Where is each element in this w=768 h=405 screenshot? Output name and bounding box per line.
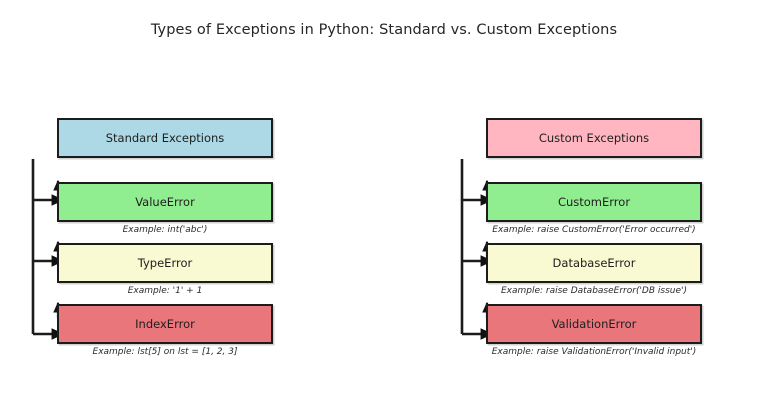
node-custom-root[interactable]: Custom Exceptions bbox=[486, 118, 702, 158]
caption-custom-error: Example: raise CustomError('Error occurr… bbox=[492, 225, 696, 235]
caption-value-error: Example: int('abc') bbox=[122, 225, 208, 235]
node-label: DatabaseError bbox=[552, 256, 636, 270]
node-label: TypeError bbox=[137, 256, 193, 270]
node-label: Custom Exceptions bbox=[538, 131, 650, 145]
node-value-error[interactable]: ValueError bbox=[57, 182, 273, 222]
node-custom-error[interactable]: CustomError bbox=[486, 182, 702, 222]
node-label: ValueError bbox=[135, 195, 195, 209]
node-label: Standard Exceptions bbox=[105, 131, 225, 145]
caption-index-error: Example: lst[5] on lst = [1, 2, 3] bbox=[92, 347, 238, 357]
caption-type-error: Example: '1' + 1 bbox=[127, 286, 203, 296]
page-title: Types of Exceptions in Python: Standard … bbox=[150, 22, 618, 38]
node-type-error[interactable]: TypeError bbox=[57, 243, 273, 283]
node-standard-root[interactable]: Standard Exceptions bbox=[57, 118, 273, 158]
node-index-error[interactable]: IndexError bbox=[57, 304, 273, 344]
caption-validation-error: Example: raise ValidationError('Invalid … bbox=[491, 347, 697, 357]
caption-database-error: Example: raise DatabaseError('DB issue') bbox=[500, 286, 688, 296]
node-validation-error[interactable]: ValidationError bbox=[486, 304, 702, 344]
node-label: CustomError bbox=[557, 195, 631, 209]
node-database-error[interactable]: DatabaseError bbox=[486, 243, 702, 283]
node-label: IndexError bbox=[135, 317, 195, 331]
node-label: ValidationError bbox=[551, 317, 637, 331]
